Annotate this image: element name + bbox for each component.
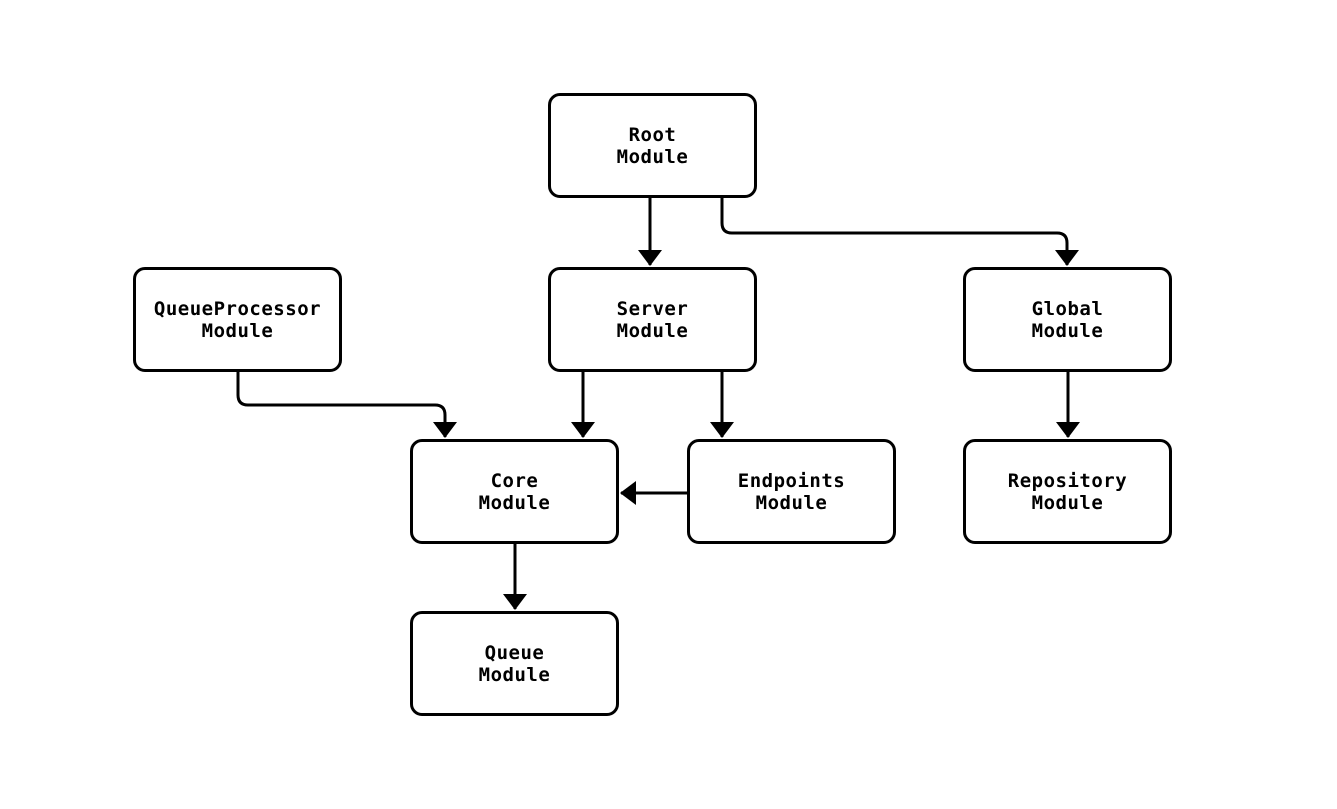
node-server-module-label: Server Module — [616, 297, 689, 342]
node-repository-module: Repository Module — [963, 439, 1172, 544]
node-endpoints-module: Endpoints Module — [687, 439, 896, 544]
node-queueprocessor-module-label: QueueProcessor Module — [153, 297, 322, 342]
node-server-module: Server Module — [548, 267, 757, 372]
node-repository-module-label: Repository Module — [1007, 469, 1128, 514]
edge-root-module-to-global-module — [720, 198, 1079, 266]
node-core-module-label: Core Module — [478, 469, 551, 514]
node-queue-module-label: Queue Module — [478, 641, 551, 686]
node-queue-module: Queue Module — [410, 611, 619, 716]
node-endpoints-module-label: Endpoints Module — [737, 469, 846, 514]
node-core-module: Core Module — [410, 439, 619, 544]
node-global-module-label: Global Module — [1031, 297, 1104, 342]
node-root-module-label: Root Module — [616, 123, 689, 168]
node-global-module: Global Module — [963, 267, 1172, 372]
node-root-module: Root Module — [548, 93, 757, 198]
edge-queueprocessor-module-to-core-module — [236, 372, 457, 438]
node-queueprocessor-module: QueueProcessor Module — [133, 267, 342, 372]
